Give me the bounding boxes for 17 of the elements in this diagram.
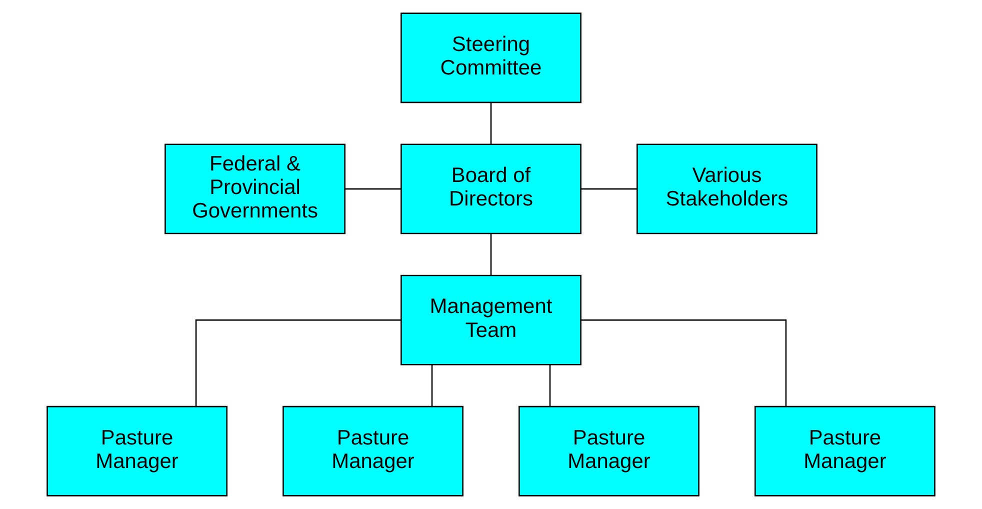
node-box: Pasture Manager xyxy=(518,406,700,496)
connector xyxy=(490,234,492,276)
node-box: Federal & Provincial Governments xyxy=(164,144,346,234)
connector xyxy=(195,319,401,406)
node-box: Pasture Manager xyxy=(754,406,936,496)
connector xyxy=(581,319,787,406)
node-box: Management Team xyxy=(400,274,582,366)
node-box: Pasture Manager xyxy=(46,406,228,496)
node-box: Board of Directors xyxy=(400,144,582,234)
node-box: Various Stakeholders xyxy=(636,144,818,234)
connector xyxy=(549,364,551,406)
connector xyxy=(580,188,637,190)
node-box: Steering Committee xyxy=(400,12,582,104)
node-box: Pasture Manager xyxy=(282,406,464,496)
connector xyxy=(490,102,492,144)
connector xyxy=(344,188,401,190)
connector xyxy=(431,364,433,406)
